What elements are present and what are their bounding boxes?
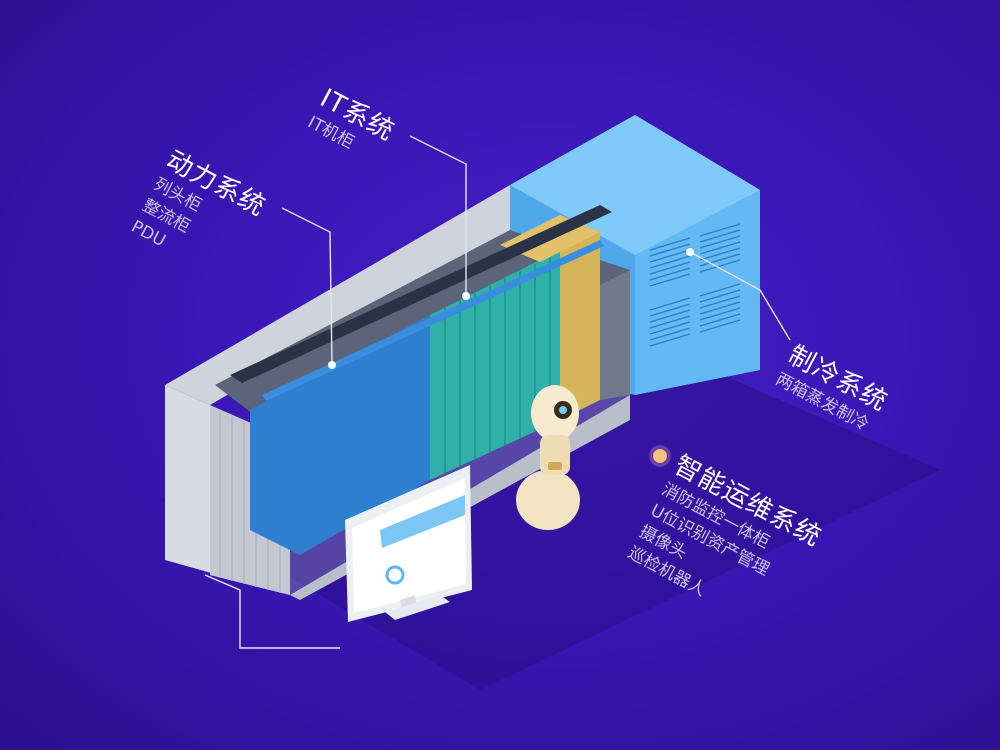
- robot-body: [516, 470, 580, 530]
- cooling-anchor-dot: [686, 248, 694, 256]
- robot-badge: [548, 462, 562, 470]
- it-anchor-dot: [328, 361, 336, 369]
- robot-eye-light: [559, 406, 567, 414]
- it-anchor-dot-2: [462, 292, 470, 300]
- ops-bullet-icon: [651, 447, 669, 465]
